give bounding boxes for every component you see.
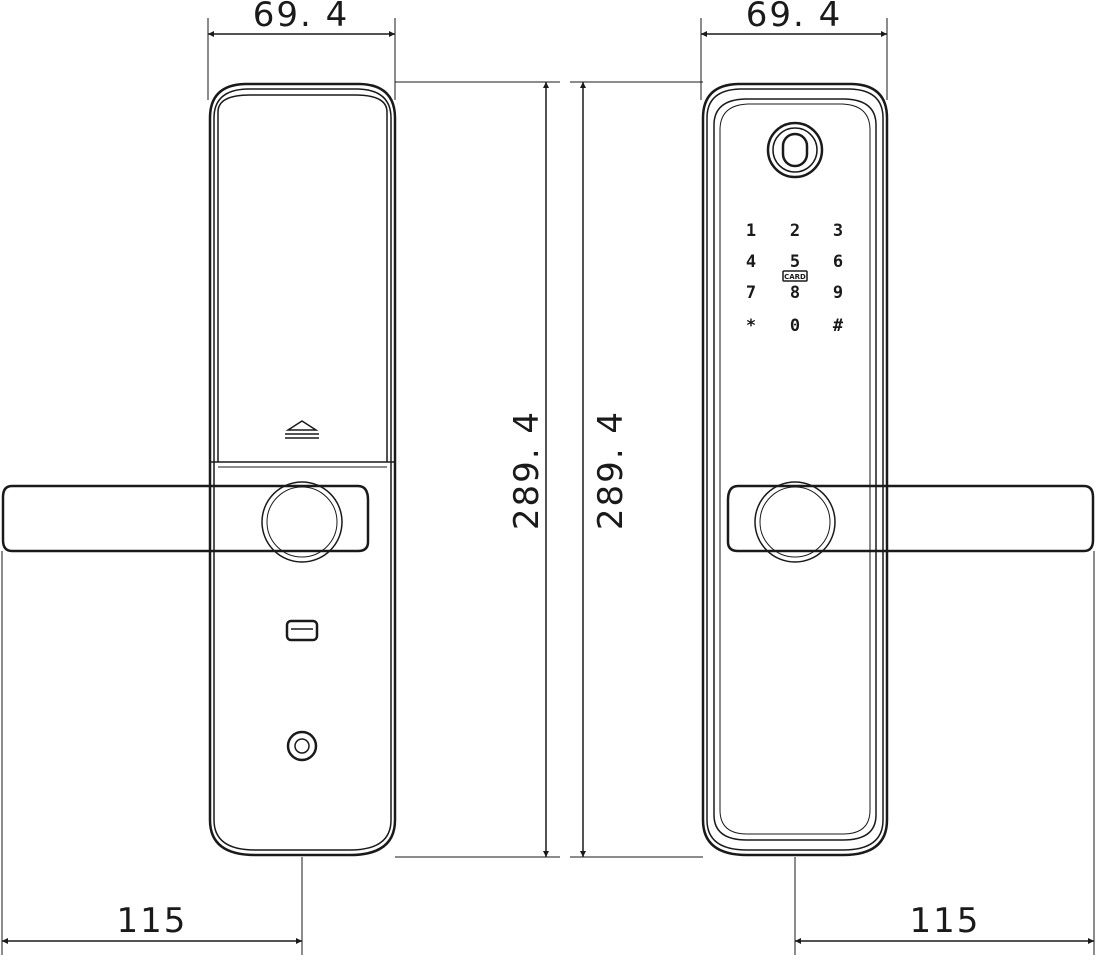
privacy-slider-icon — [285, 619, 319, 642]
keypad-key: 8 — [790, 283, 800, 303]
left-height-label: 289. 4 — [507, 410, 547, 530]
left-width-label: 69. 4 — [253, 0, 350, 35]
keypad-key: 0 — [790, 316, 800, 336]
key-cylinder-icon — [286, 730, 318, 762]
keypad-key: # — [833, 316, 844, 336]
left-handle-label: 115 — [117, 901, 188, 941]
card-reader-badge: CARD — [782, 270, 808, 282]
keypad-key: 7 — [746, 283, 756, 303]
right-handle-label: 115 — [910, 901, 981, 941]
right-width-label: 69. 4 — [746, 0, 843, 35]
card-label: CARD — [784, 273, 806, 281]
keypad: 1 2 3 4 5 6 7 8 9 * 0 # — [746, 221, 844, 336]
keypad-key: 6 — [833, 252, 843, 272]
right-lock-body: 1 2 3 4 5 6 7 8 9 * 0 # CARD — [701, 82, 1095, 857]
eject-icon — [285, 420, 319, 439]
keypad-key: * — [746, 316, 756, 336]
keypad-key: 1 — [746, 221, 756, 241]
left-handle — [1, 484, 370, 553]
fingerprint-sensor-icon — [766, 121, 824, 179]
right-handle — [726, 484, 1095, 553]
right-height-label: 289. 4 — [591, 410, 631, 530]
keypad-key: 9 — [833, 283, 843, 303]
left-lock-body — [1, 82, 397, 857]
keypad-key: 2 — [790, 221, 800, 241]
keypad-key: 5 — [790, 252, 800, 272]
keypad-key: 3 — [833, 221, 843, 241]
keypad-key: 4 — [746, 252, 756, 272]
